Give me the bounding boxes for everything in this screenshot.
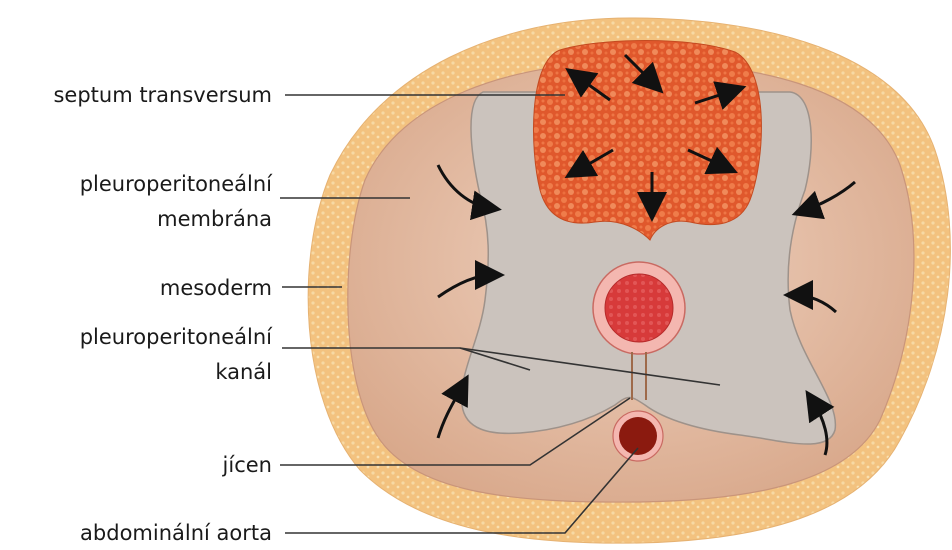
label-septum-transversum: septum transversum <box>0 83 272 107</box>
label-pleuroperitoneal-membrane-line1: pleuroperitoneální <box>0 172 272 196</box>
label-pleuroperitoneal-canal-line2: kanál <box>0 360 272 384</box>
septum-transversum <box>533 41 761 241</box>
aorta-lumen <box>605 274 673 342</box>
label-pleuroperitoneal-membrane-line2: membrána <box>0 207 272 231</box>
label-esophagus: jícen <box>0 453 272 477</box>
esophagus-lumen <box>619 417 657 455</box>
label-mesoderm: mesoderm <box>0 276 272 300</box>
label-abdominal-aorta: abdominální aorta <box>0 521 272 545</box>
label-pleuroperitoneal-canal-line1: pleuroperitoneální <box>0 325 272 349</box>
